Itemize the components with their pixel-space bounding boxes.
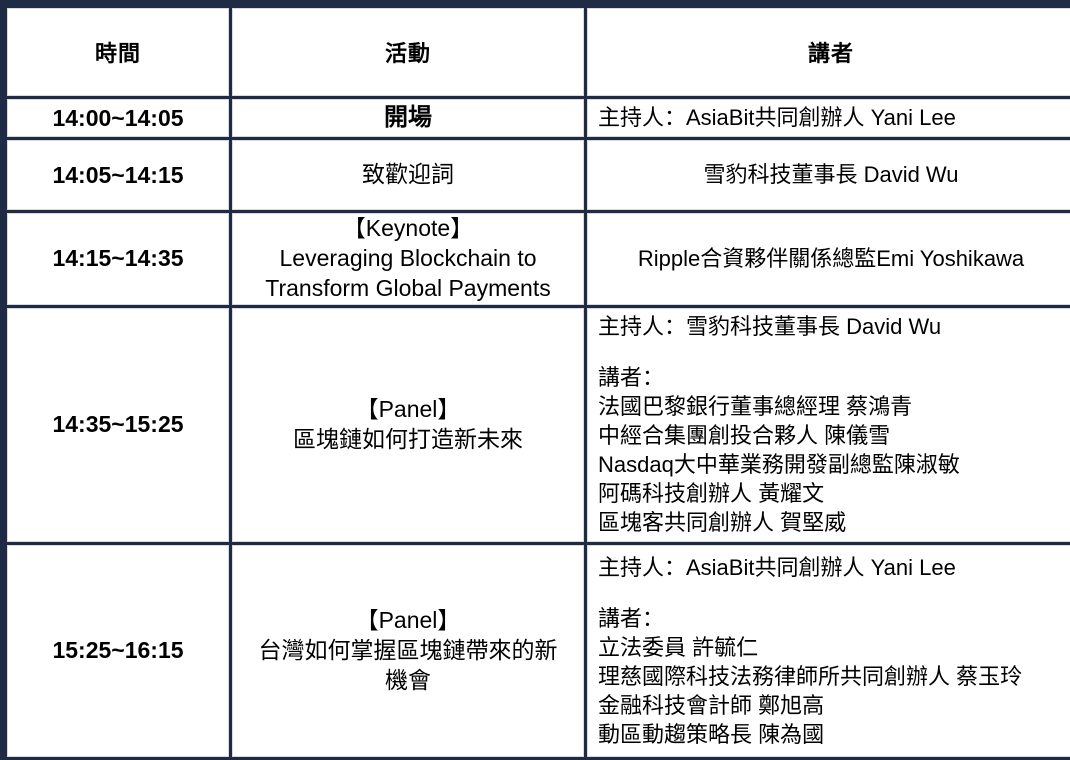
row-activity-label: 【Keynote】 Leveraging Blockchain to Trans… — [265, 215, 551, 301]
row-speaker-label: 主持人：AsiaBit共同創辦人 Yani Lee 講者： 立法委員 許毓仁 理… — [588, 553, 1070, 749]
column-header-activity: 活動 — [232, 8, 584, 96]
row-time-cell: 14:05~14:15 — [7, 140, 229, 210]
row-speaker-cell: Ripple合資夥伴關係總監Emi Yoshikawa — [587, 213, 1070, 305]
table-row: 15:25~16:15 【Panel】 台灣如何掌握區塊鏈帶來的新 機會 主持人… — [7, 544, 1070, 757]
row-speaker-label: 雪豹科技董事長 David Wu — [703, 162, 959, 188]
agenda-slide: 時間 活動 講者 14:00~14:05 開場 — [7, 8, 1070, 757]
table-row: 14:35~15:25 【Panel】 區塊鏈如何打造新未來 主持人：雪豹科技董… — [7, 307, 1070, 542]
row-activity-label: 【Panel】 區塊鏈如何打造新未來 — [293, 395, 523, 452]
row-time-label: 14:00~14:05 — [52, 104, 184, 131]
column-header-speaker-label: 講者 — [807, 41, 854, 66]
row-time-label: 14:05~14:15 — [52, 161, 184, 188]
column-header-speaker: 講者 — [587, 8, 1070, 96]
row-activity-cell: 致歡迎詞 — [232, 140, 584, 210]
row-time-label: 14:15~14:35 — [52, 245, 184, 272]
row-speaker-cell: 主持人：AsiaBit共同創辦人 Yani Lee — [587, 99, 1070, 137]
table-row: 14:00~14:05 開場 主持人：AsiaBit共同創辦人 Yani Lee — [7, 99, 1070, 137]
table-row: 14:05~14:15 致歡迎詞 雪豹科技董事長 David Wu — [7, 140, 1070, 210]
row-time-cell: 14:35~15:25 — [7, 307, 229, 542]
column-header-activity-label: 活動 — [384, 41, 431, 66]
speaker-line-spacer — [598, 582, 1070, 604]
row-speaker-cell: 主持人：雪豹科技董事長 David Wu 講者： 法國巴黎銀行董事總經理 蔡鴻青… — [587, 307, 1070, 542]
row-activity-cell: 【Panel】 區塊鏈如何打造新未來 — [232, 307, 584, 542]
table-header-row: 時間 活動 講者 — [7, 8, 1070, 96]
row-time-cell: 14:15~14:35 — [7, 213, 229, 305]
row-speaker-cell: 主持人：AsiaBit共同創辦人 Yani Lee 講者： 立法委員 許毓仁 理… — [587, 544, 1070, 757]
table-row: 14:15~14:35 【Keynote】 Leveraging Blockch… — [7, 213, 1070, 305]
row-activity-cell: 開場 — [232, 99, 584, 137]
row-time-label: 14:35~15:25 — [52, 411, 184, 438]
row-activity-cell: 【Keynote】 Leveraging Blockchain to Trans… — [232, 213, 584, 305]
row-speaker-label: 主持人：雪豹科技董事長 David Wu 講者： 法國巴黎銀行董事總經理 蔡鴻青… — [588, 312, 1070, 537]
row-time-cell: 15:25~16:15 — [7, 544, 229, 757]
row-speaker-cell: 雪豹科技董事長 David Wu — [587, 140, 1070, 210]
row-activity-label: 致歡迎詞 — [362, 161, 454, 188]
row-activity-label: 【Panel】 台灣如何掌握區塊鏈帶來的新 機會 — [258, 606, 558, 693]
row-activity-cell: 【Panel】 台灣如何掌握區塊鏈帶來的新 機會 — [232, 544, 584, 757]
agenda-table: 時間 活動 講者 14:00~14:05 開場 — [4, 5, 1070, 760]
column-header-time: 時間 — [7, 8, 229, 96]
row-time-label: 15:25~16:15 — [52, 637, 184, 664]
speaker-line-spacer — [598, 341, 1070, 363]
row-speaker-label: Ripple合資夥伴關係總監Emi Yoshikawa — [637, 246, 1025, 272]
row-time-cell: 14:00~14:05 — [7, 99, 229, 137]
row-activity-label: 開場 — [384, 104, 432, 132]
row-speaker-label: 主持人：AsiaBit共同創辦人 Yani Lee — [598, 105, 956, 131]
column-header-time-label: 時間 — [94, 41, 141, 66]
